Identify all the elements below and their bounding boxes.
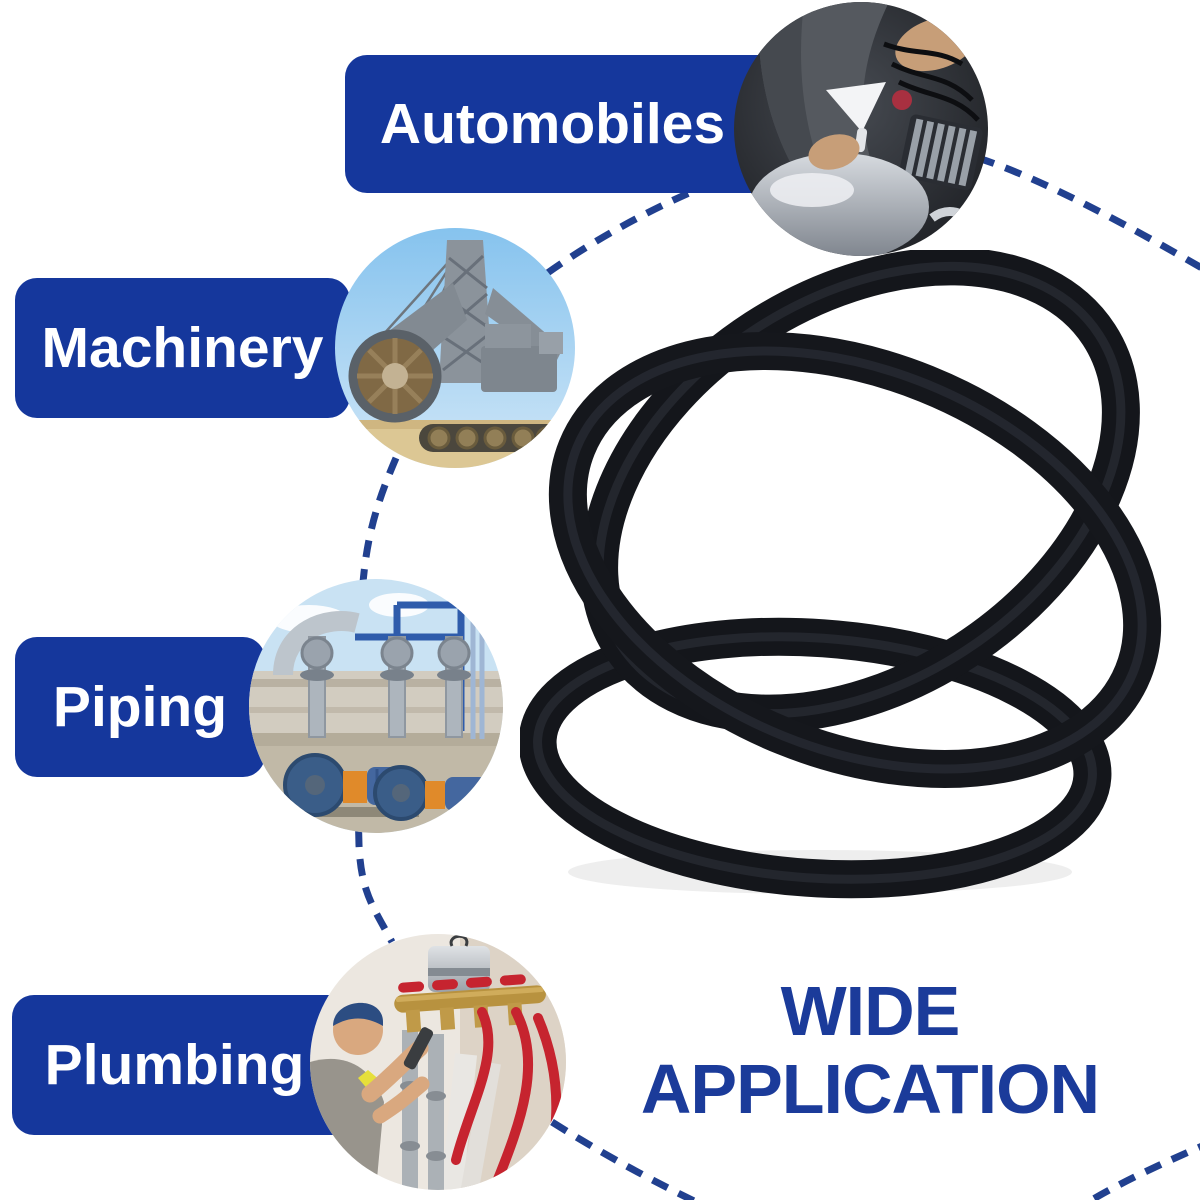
red-engine-cap (892, 90, 912, 110)
operator-cab (539, 332, 563, 354)
engine-bay-illustration (734, 2, 988, 256)
pump-base (289, 807, 419, 817)
beam (249, 679, 503, 687)
machinery-label-text: Machinery (41, 316, 324, 380)
piping-photo (249, 579, 503, 833)
automobiles-label-text: Automobiles (379, 92, 726, 156)
plumber-illustration (310, 934, 566, 1190)
engine-wires (883, 41, 980, 122)
plumbing-photo (310, 934, 566, 1190)
dash-arc-top-right (976, 154, 1200, 271)
o-ring-flat-sheen (533, 632, 1097, 884)
beam (249, 707, 503, 713)
pump-station-illustration (249, 579, 503, 833)
pump-units (283, 753, 487, 821)
dash-arc-auto-to-machinery (543, 168, 744, 277)
machinery-photo (335, 228, 575, 468)
headline: WIDE APPLICATION (520, 972, 1200, 1128)
plumber-arm (372, 1076, 430, 1124)
mechanic-hand-holding-funnel (808, 134, 860, 170)
dome-highlight (770, 173, 854, 207)
steel-risers-and-valves (300, 636, 471, 738)
dash-arc-bottom (550, 1119, 1200, 1200)
piping-label: Piping (15, 637, 265, 777)
machine-upper-box (485, 324, 531, 348)
floor-shade (249, 733, 503, 746)
bucket-wheel (348, 329, 442, 423)
o-rings-product-image (520, 250, 1162, 899)
plumbing-label-text: Plumbing (44, 1033, 305, 1097)
piping-label-text: Piping (52, 675, 228, 739)
ribbed-valve-cover (899, 114, 983, 191)
excavator-illustration (335, 228, 575, 468)
insulated-pipes (440, 1053, 501, 1190)
blue-cap (333, 1002, 383, 1026)
o-ring-tilt-left-sheen (563, 346, 1147, 774)
headline-line1: WIDE (780, 972, 961, 1050)
interlocked-o-rings (520, 250, 1162, 899)
steel-elbow-pipe (273, 611, 360, 676)
automobiles-photo (734, 2, 988, 256)
automobiles-label: Automobiles (345, 55, 788, 193)
machinery-label: Machinery (15, 278, 350, 418)
hand-tool (403, 1027, 434, 1070)
headline-line2: APPLICATION (640, 1050, 1100, 1128)
machine-body (481, 346, 557, 392)
